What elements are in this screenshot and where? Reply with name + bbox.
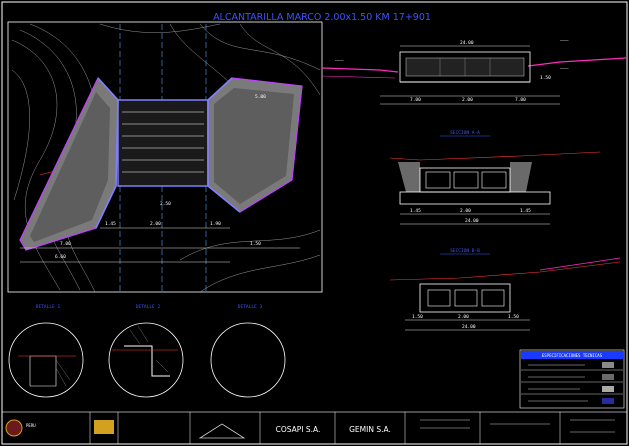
detail-1: DETALLE 1 xyxy=(8,304,84,398)
plan-dim-label: 1.50 xyxy=(250,241,261,247)
section-a-dim: 2.00 xyxy=(460,208,471,214)
section-b: SECCION B-B 24.00 1.50 2.00 1.50 xyxy=(389,248,621,331)
detail-1-label: DETALLE 1 xyxy=(36,304,61,310)
brand-logo xyxy=(94,420,114,434)
legend-box: ESPECIFICACIONES TECNICAS xyxy=(519,349,625,409)
company-left-name: PERU xyxy=(26,423,36,428)
elevation-dim: 7.00 xyxy=(515,97,526,103)
company-2: GEMIN S.A. xyxy=(349,425,391,434)
section-a: SECCION A-A 24.00 1.45 2.00 1.45 xyxy=(389,130,601,225)
section-a-dim: 24.00 xyxy=(465,218,479,224)
section-b-dim: 24.00 xyxy=(462,324,476,330)
title-block: PERU COSAPI S.A. GEMIN S.A. xyxy=(1,411,628,445)
section-b-label: SECCION B-B xyxy=(450,248,480,254)
plan-dim-label: 2.50 xyxy=(160,201,171,207)
section-b-box xyxy=(419,283,511,313)
elevation-dim: 1.50 xyxy=(540,75,551,81)
elevation-dim: 24.00 xyxy=(460,40,474,46)
plan-dim-label: 2.00 xyxy=(150,221,161,227)
plan-view: 7.00 2.00 1.45 1.90 1.50 6.60 5.00 2.50 xyxy=(7,21,323,293)
svg-text:────: ──── xyxy=(559,39,569,43)
section-a-label: SECCION A-A xyxy=(450,130,480,136)
legend-title: ESPECIFICACIONES TECNICAS xyxy=(542,353,603,358)
elevation-dim: 2.00 xyxy=(462,97,473,103)
plan-dim-label: 1.45 xyxy=(105,221,116,227)
sheet-title: ALCANTARILLA MARCO 2.00x1.50 KM 17+901 xyxy=(213,12,431,23)
section-a-box xyxy=(419,167,511,193)
plan-dim-label: 6.60 xyxy=(55,254,66,260)
plan-dim-label: 7.00 xyxy=(60,241,71,247)
section-a-dim: 1.45 xyxy=(520,208,531,214)
plan-box xyxy=(117,99,209,187)
detail-2-label: DETALLE 2 xyxy=(136,304,161,310)
detail-3: DETALLE 3 xyxy=(210,304,286,398)
elevation-view: 24.00 7.00 2.00 7.00 1.50 ──── ──── ──── xyxy=(321,39,627,105)
section-b-dim: 1.50 xyxy=(412,314,423,320)
plan-dim-label: 5.00 xyxy=(255,94,266,100)
detail-3-label: DETALLE 3 xyxy=(238,304,263,310)
plan-box-hatch xyxy=(122,111,204,173)
svg-text:────: ──── xyxy=(334,59,344,63)
company-1: COSAPI S.A. xyxy=(276,425,321,434)
plan-dim-label: 1.90 xyxy=(210,221,221,227)
section-b-dim: 2.00 xyxy=(458,314,469,320)
seal-logo xyxy=(5,419,23,437)
elevation-dim: 7.00 xyxy=(410,97,421,103)
svg-text:────: ──── xyxy=(559,67,569,71)
detail-2: DETALLE 2 xyxy=(108,304,184,398)
section-a-dim: 1.45 xyxy=(410,208,421,214)
section-b-dim: 1.50 xyxy=(508,314,519,320)
